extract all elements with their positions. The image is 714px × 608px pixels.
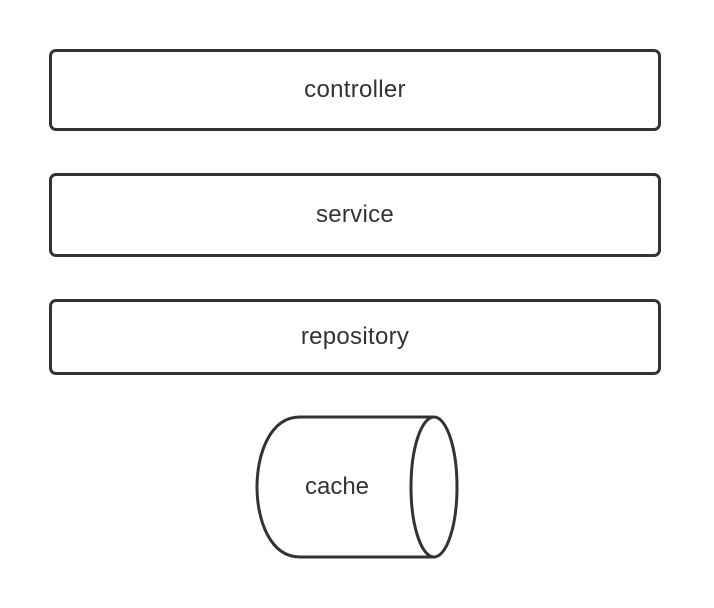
cache-label: cache <box>304 473 370 500</box>
repository-layer-label: repository <box>300 323 410 350</box>
controller-layer-box: controller <box>49 49 661 131</box>
controller-layer-label: controller <box>304 76 406 103</box>
service-layer-label: service <box>315 201 395 228</box>
service-layer-box: service <box>49 173 661 257</box>
cache-cylinder-end <box>409 415 459 559</box>
repository-layer-box: repository <box>49 299 661 375</box>
cache-label-wrap: cache <box>257 417 417 557</box>
